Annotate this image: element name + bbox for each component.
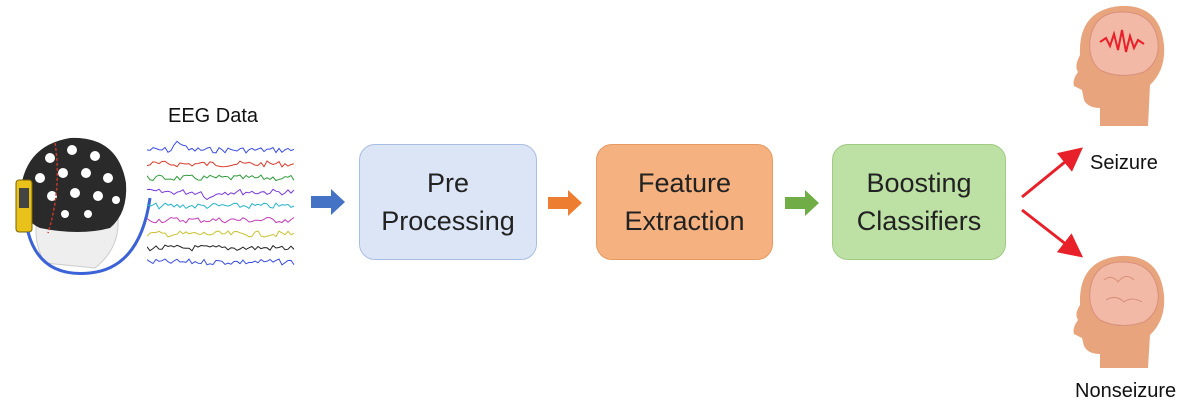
eeg-trace: [147, 230, 295, 238]
eeg-trace: [147, 174, 295, 182]
eeg-trace: [147, 140, 295, 154]
output-arrows: [1021, 147, 1084, 258]
nonseizure-head-icon: [1073, 255, 1165, 368]
boosting-classifiers-box: Boosting Classifiers: [832, 144, 1006, 260]
arrow-to-boosting-classifiers: [785, 190, 819, 216]
eeg-trace: [147, 244, 295, 252]
preprocessing-line2: Processing: [381, 206, 515, 236]
boosting-classifiers-line1: Boosting: [866, 168, 972, 198]
nonseizure-label: Nonseizure: [1075, 380, 1177, 402]
seizure-head-icon: [1073, 5, 1165, 127]
eeg-cable: [26, 197, 152, 275]
eeg-trace: [147, 216, 295, 224]
eeg-traces: [147, 140, 295, 266]
preprocessing-line1: Pre: [426, 168, 469, 198]
arrow-to-seizure: [1021, 147, 1083, 199]
preprocessing-box: Pre Processing: [359, 144, 537, 260]
eeg-trace: [147, 202, 295, 210]
eeg-trace: [147, 258, 295, 266]
feature-extraction-line2: Extraction: [624, 206, 745, 236]
eeg-cap-illustration: [15, 137, 152, 275]
boosting-classifiers-line2: Classifiers: [856, 206, 982, 236]
feature-extraction-box: Feature Extraction: [596, 144, 773, 260]
eeg-trace: [147, 160, 295, 168]
arrow-to-nonseizure: [1021, 208, 1084, 258]
eeg-data-title: EEG Data: [168, 105, 259, 127]
feature-extraction-line1: Feature: [637, 168, 732, 198]
eeg-trace: [147, 188, 295, 201]
arrow-to-preprocessing: [311, 189, 345, 215]
seizure-label: Seizure: [1090, 152, 1158, 174]
arrow-to-feature-extraction: [548, 190, 582, 216]
